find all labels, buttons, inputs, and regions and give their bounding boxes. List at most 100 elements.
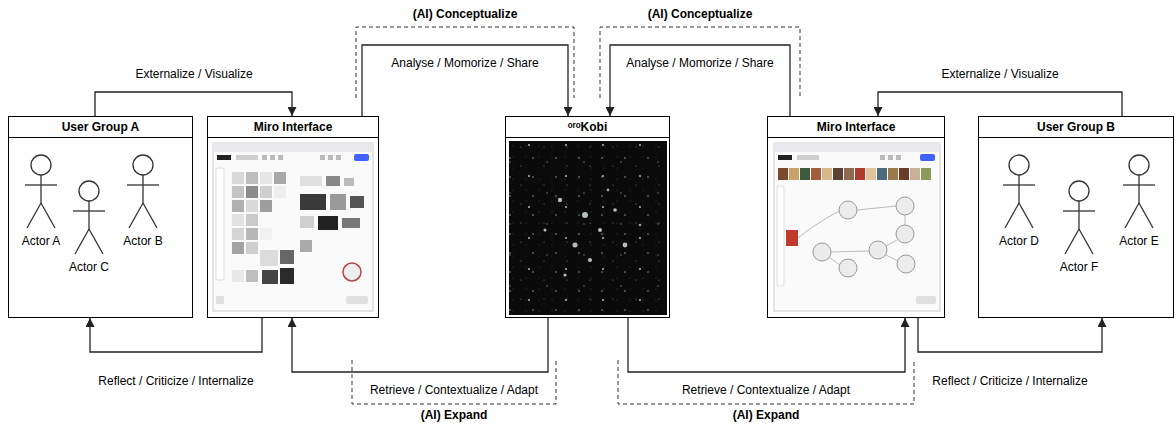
actor-limb bbox=[1125, 203, 1139, 228]
miro-screenshot bbox=[905, 215, 906, 225]
miro-screenshot bbox=[320, 155, 325, 160]
miro-screenshot bbox=[778, 155, 792, 160]
miro-screenshot bbox=[869, 241, 887, 259]
miro-screenshot bbox=[896, 197, 914, 215]
miro-screenshot bbox=[774, 143, 940, 152]
miro-screenshot bbox=[232, 214, 244, 226]
miro-screenshot bbox=[246, 172, 258, 184]
actor-figure bbox=[73, 181, 105, 254]
flow-arrow bbox=[95, 92, 292, 116]
miro-screenshot bbox=[342, 218, 360, 228]
actor-name: Actor F bbox=[1060, 260, 1099, 274]
flow-arrow bbox=[610, 45, 790, 116]
actor-name: Actor E bbox=[1119, 234, 1158, 248]
miro-screenshot bbox=[300, 194, 326, 210]
edge-label: Retrieve / Contextualize / Adapt bbox=[367, 383, 541, 397]
actor-limb bbox=[143, 203, 157, 228]
actor-figure bbox=[25, 155, 57, 228]
flow-arrow bbox=[90, 318, 262, 352]
miro-screenshot bbox=[280, 250, 294, 264]
edge-label: Analyse / Momorize / Share bbox=[623, 56, 776, 70]
miro-screenshot bbox=[921, 168, 931, 180]
flow-arrow bbox=[292, 318, 548, 372]
ai-stage-label: (AI) Conceptualize bbox=[645, 7, 756, 21]
miro-screenshot bbox=[274, 186, 286, 198]
miro-screenshot bbox=[896, 225, 914, 243]
box-title: ᵒʳᵒKobi bbox=[568, 120, 608, 134]
actor-limb bbox=[40, 175, 41, 203]
miro-screenshot bbox=[813, 243, 831, 261]
miro-screenshot bbox=[300, 176, 322, 186]
miro-screenshot bbox=[797, 155, 819, 160]
interface-box: ᵒʳᵒKobi bbox=[505, 116, 670, 318]
kobi-screenshot bbox=[588, 258, 592, 262]
actor-limb bbox=[1065, 229, 1079, 254]
edge-label: Retrieve / Contextualize / Adapt bbox=[679, 383, 853, 397]
actor-limb bbox=[1018, 175, 1019, 203]
miro-screenshot bbox=[774, 143, 940, 311]
miro-screenshot bbox=[236, 155, 258, 160]
miro-screenshot bbox=[300, 216, 314, 228]
title-divider bbox=[768, 137, 944, 138]
miro-screenshot bbox=[777, 186, 784, 286]
miro-screenshot bbox=[899, 168, 909, 180]
actor-figure bbox=[1119, 153, 1159, 231]
miro-screenshot bbox=[232, 172, 244, 184]
box-title: User Group B bbox=[1037, 120, 1115, 134]
box-title: Miro Interface bbox=[254, 120, 333, 134]
actor-name: Actor B bbox=[123, 234, 162, 248]
miro-screenshot bbox=[330, 194, 346, 210]
miro-screenshot bbox=[880, 155, 885, 160]
miro-screenshot bbox=[274, 172, 286, 184]
kobi-screenshot bbox=[563, 273, 566, 276]
miro-screenshot bbox=[800, 168, 810, 180]
miro-screenshot bbox=[246, 214, 258, 226]
actor-head bbox=[1129, 155, 1149, 175]
actor: Actor B bbox=[120, 153, 165, 247]
miro-screenshot bbox=[260, 250, 278, 266]
miro-screenshot bbox=[774, 143, 940, 311]
actor-limb bbox=[25, 184, 57, 185]
miro-screenshot bbox=[246, 242, 258, 254]
miro-screenshot bbox=[778, 168, 788, 180]
miro-screenshot bbox=[855, 168, 865, 180]
miro-screenshot bbox=[886, 255, 898, 261]
miro-screenshot bbox=[833, 168, 843, 180]
miro-screenshot bbox=[354, 154, 369, 161]
actor-figure bbox=[123, 153, 163, 231]
actor-figure bbox=[21, 153, 61, 231]
miro-screenshot bbox=[326, 176, 340, 186]
kobi-screenshot bbox=[598, 228, 602, 232]
miro-screenshot bbox=[213, 143, 373, 311]
actor-head bbox=[31, 155, 51, 175]
miro-screenshot bbox=[246, 270, 258, 282]
miro-screenshot bbox=[839, 259, 857, 277]
actor-limb bbox=[129, 203, 143, 228]
miro-screenshot bbox=[830, 258, 840, 265]
user-group-box: User Group BActor DActor FActor E bbox=[978, 116, 1174, 318]
kobi-screenshot bbox=[509, 141, 667, 315]
miro-screenshot bbox=[232, 242, 244, 254]
miro-screenshot bbox=[318, 216, 338, 230]
actor-figure bbox=[1003, 155, 1035, 228]
actor-figure bbox=[127, 155, 159, 228]
actor: Actor C bbox=[66, 179, 112, 273]
miro-screenshot bbox=[844, 168, 854, 180]
miro-screenshot bbox=[866, 168, 876, 180]
edge-label: Reflect / Criticize / Internalize bbox=[95, 374, 256, 388]
actor-limb bbox=[1019, 203, 1033, 228]
kobi-screenshot bbox=[509, 141, 667, 315]
actor-figure bbox=[1063, 181, 1095, 254]
miro-screenshot bbox=[217, 155, 231, 160]
miro-screenshot bbox=[278, 155, 283, 160]
miro-screenshot bbox=[346, 296, 368, 304]
actor: Actor F bbox=[1057, 179, 1102, 273]
user-group-box: User Group AActor AActor CActor B bbox=[8, 116, 193, 318]
actor-limb bbox=[1079, 229, 1093, 254]
flow-arrow bbox=[878, 92, 1122, 116]
title-divider bbox=[9, 137, 192, 138]
miro-screenshot bbox=[232, 270, 244, 282]
ai-bracket bbox=[356, 27, 574, 98]
actor-limb bbox=[1123, 184, 1155, 185]
miro-screenshot bbox=[213, 143, 373, 152]
